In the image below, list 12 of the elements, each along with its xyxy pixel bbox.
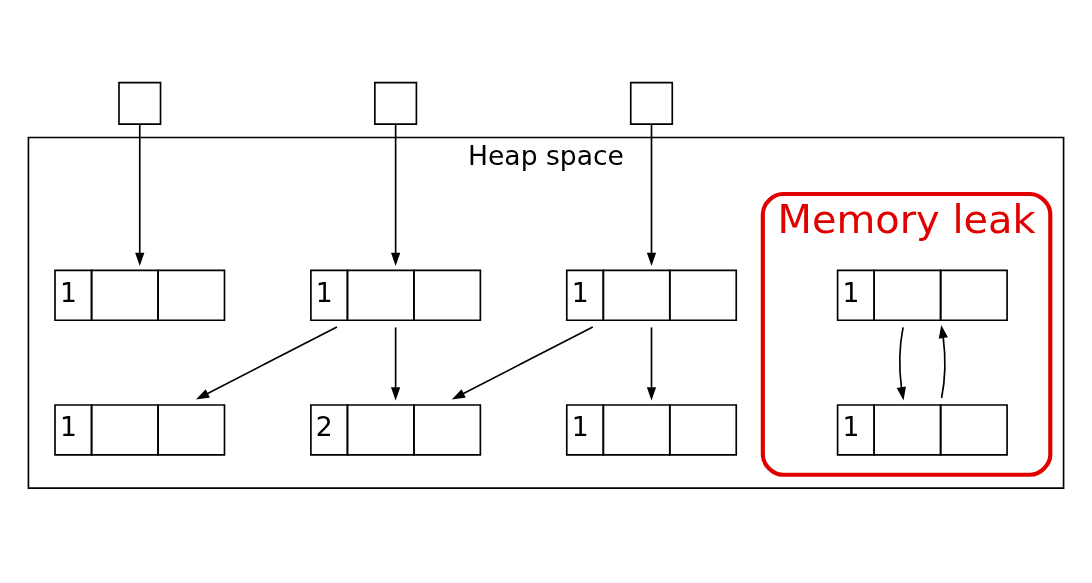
arrow (390, 123, 401, 266)
arrow (896, 326, 906, 400)
node-box (118, 81, 162, 125)
arrow (135, 123, 145, 266)
arrow (646, 326, 657, 400)
arrow (195, 325, 338, 399)
arrow (390, 326, 401, 400)
arrow (646, 123, 657, 266)
arrow (938, 324, 948, 399)
arrow (451, 325, 594, 399)
node-box (374, 81, 418, 125)
node-box (629, 81, 674, 125)
